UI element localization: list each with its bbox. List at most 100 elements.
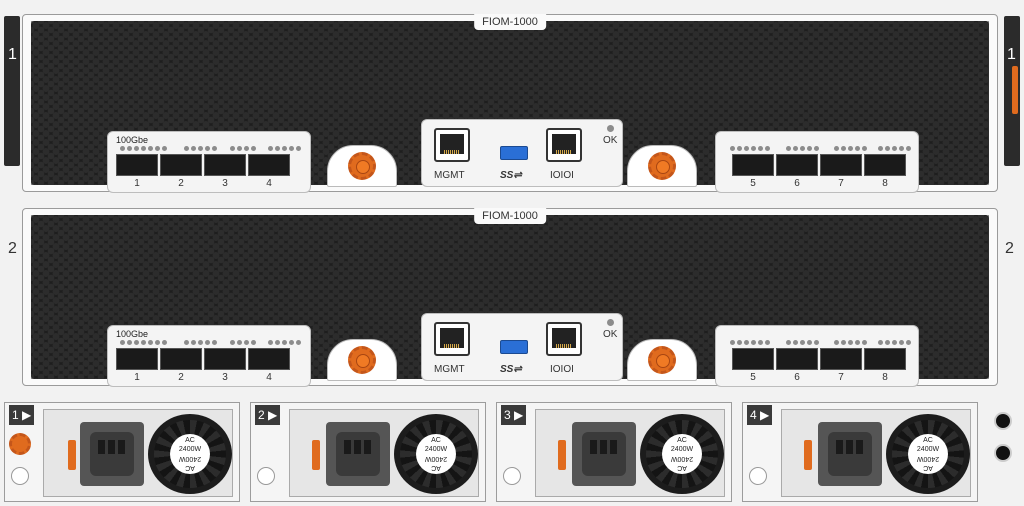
- ac-inlet-icon[interactable]: [572, 422, 636, 486]
- port-label-6: 6: [794, 372, 800, 383]
- mgmt-ethernet-port[interactable]: [434, 322, 470, 356]
- usb-label: SS⇌: [500, 170, 522, 181]
- psu-latch-ring: [503, 467, 521, 485]
- slot-label-2-right: 2: [1005, 240, 1014, 257]
- thumbscrew-icon[interactable]: [648, 346, 676, 374]
- port-label-8: 8: [882, 178, 888, 189]
- ok-status-led: [607, 319, 614, 326]
- psu-bay-badge: 1 ▶: [9, 405, 35, 425]
- left-rail-bracket: [4, 16, 20, 166]
- usb3-port[interactable]: [500, 146, 528, 160]
- psu-latch-ring: [749, 467, 767, 485]
- psu-bay-badge: 4 ▶: [747, 405, 773, 425]
- psu-bay-badge: 2 ▶: [255, 405, 281, 425]
- qsfp-port-5[interactable]: [732, 154, 774, 176]
- qsfp-port-group-left: 100Gbe 1 2 3 4: [107, 131, 311, 193]
- psu-release-handle[interactable]: [312, 440, 320, 470]
- qsfp-port-1[interactable]: [116, 348, 158, 370]
- qsfp-port-1[interactable]: [116, 154, 158, 176]
- qsfp-port-3[interactable]: [204, 154, 246, 176]
- port-label-1: 1: [134, 372, 140, 383]
- io-module-2: FIOM-1000 100Gbe 1 2 3 4 MGMT SS⇌ IOIOI: [22, 208, 998, 387]
- usb3-port[interactable]: [500, 340, 528, 354]
- speed-label: 100Gbe: [116, 135, 149, 145]
- ok-label: OK: [603, 135, 618, 146]
- port-label-2: 2: [178, 372, 184, 383]
- port-label-5: 5: [750, 178, 756, 189]
- qsfp-port-8[interactable]: [864, 348, 906, 370]
- usb-label: SS⇌: [500, 364, 522, 375]
- slot-label-1-right: 1: [1007, 46, 1016, 63]
- thumbscrew-tab-right: [627, 145, 697, 187]
- thumbscrew-icon[interactable]: [348, 346, 376, 374]
- thumbscrew-icon[interactable]: [648, 152, 676, 180]
- serial-label: IOIOI: [550, 364, 574, 375]
- thumbscrew-tab-left: [327, 339, 397, 381]
- port-label-4: 4: [266, 178, 272, 189]
- qsfp-port-7[interactable]: [820, 348, 862, 370]
- serial-console-port[interactable]: [546, 322, 582, 356]
- thumbscrew-tab-left: [327, 145, 397, 187]
- chassis-ground-hole-icon: [994, 444, 1012, 462]
- psu-thumbscrew-icon[interactable]: [9, 433, 31, 455]
- qsfp-port-4[interactable]: [248, 348, 290, 370]
- speed-label: 100Gbe: [116, 329, 149, 339]
- qsfp-port-6[interactable]: [776, 348, 818, 370]
- port-label-6: 6: [794, 178, 800, 189]
- thumbscrew-tab-right: [627, 339, 697, 381]
- module-model-label: FIOM-1000: [474, 14, 546, 30]
- port-label-7: 7: [838, 372, 844, 383]
- qsfp-port-group-right: 5 6 7 8: [715, 325, 919, 387]
- qsfp-port-5[interactable]: [732, 348, 774, 370]
- port-label-5: 5: [750, 372, 756, 383]
- management-port-panel: MGMT SS⇌ IOIOI: [421, 119, 623, 187]
- module-model-label: FIOM-1000: [474, 208, 546, 224]
- qsfp-port-group-left: 100Gbe 1 2 3 4: [107, 325, 311, 387]
- port-label-7: 7: [838, 178, 844, 189]
- serial-console-port[interactable]: [546, 128, 582, 162]
- qsfp-port-2[interactable]: [160, 348, 202, 370]
- ok-label: OK: [603, 329, 618, 340]
- psu-release-handle[interactable]: [804, 440, 812, 470]
- qsfp-port-8[interactable]: [864, 154, 906, 176]
- slot-label-2-left: 2: [8, 240, 17, 257]
- port-label-2: 2: [178, 178, 184, 189]
- mgmt-label: MGMT: [434, 170, 465, 181]
- ac-inlet-icon[interactable]: [326, 422, 390, 486]
- ac-inlet-icon[interactable]: [80, 422, 144, 486]
- qsfp-port-6[interactable]: [776, 154, 818, 176]
- port-label-8: 8: [882, 372, 888, 383]
- thumbscrew-icon[interactable]: [348, 152, 376, 180]
- slot-label-1-left: 1: [8, 46, 17, 63]
- port-label-3: 3: [222, 178, 228, 189]
- port-label-4: 4: [266, 372, 272, 383]
- qsfp-port-3[interactable]: [204, 348, 246, 370]
- qsfp-port-4[interactable]: [248, 154, 290, 176]
- right-rail-handle[interactable]: [1012, 66, 1018, 114]
- qsfp-port-7[interactable]: [820, 154, 862, 176]
- port-label-3: 3: [222, 372, 228, 383]
- port-label-1: 1: [134, 178, 140, 189]
- mgmt-label: MGMT: [434, 364, 465, 375]
- psu-release-handle[interactable]: [68, 440, 76, 470]
- psu-release-handle[interactable]: [558, 440, 566, 470]
- ac-inlet-icon[interactable]: [818, 422, 882, 486]
- mgmt-ethernet-port[interactable]: [434, 128, 470, 162]
- qsfp-port-2[interactable]: [160, 154, 202, 176]
